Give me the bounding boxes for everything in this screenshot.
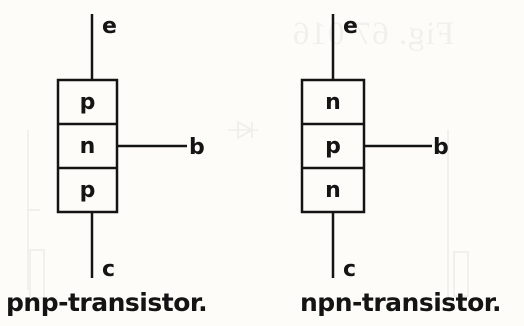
pnp-emitter-label: e: [102, 14, 117, 39]
npn-layer-bottom: n: [325, 178, 341, 203]
npn-transistor: e n p n b c: [300, 14, 449, 282]
npn-collector-label: c: [343, 257, 356, 282]
pnp-collector-label: c: [102, 257, 115, 282]
pnp-transistor: e p n p b c: [56, 14, 205, 282]
pnp-layer-bottom: p: [80, 178, 96, 203]
npn-layer-top: n: [325, 90, 341, 115]
npn-emitter-label: e: [343, 14, 358, 39]
pnp-base-label: b: [189, 135, 205, 160]
npn-caption: npn-transistor.: [300, 288, 502, 317]
npn-base-label: b: [433, 135, 449, 160]
npn-layer-middle: p: [325, 134, 341, 159]
pnp-caption: pnp-transistor.: [6, 288, 208, 317]
pnp-layer-middle: n: [80, 134, 96, 159]
pnp-layer-top: p: [80, 90, 96, 115]
